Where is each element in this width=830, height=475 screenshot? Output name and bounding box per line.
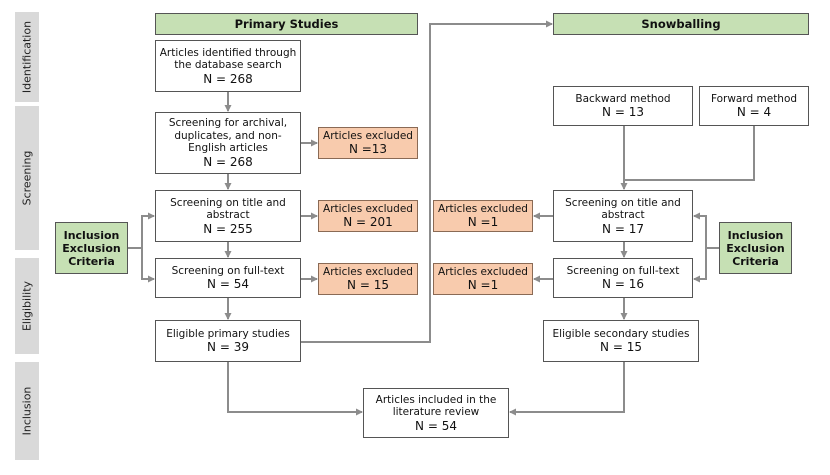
box-count: N = 255 xyxy=(203,221,253,236)
arrow-criteria-right-bracket-lower xyxy=(693,248,707,283)
excluded-label: Articles excluded xyxy=(323,129,413,142)
box-line: duplicates, and non- xyxy=(174,129,282,142)
box-line: literature review xyxy=(392,406,480,418)
arrow-forward-join xyxy=(624,126,755,181)
box-count: N = 54 xyxy=(415,418,457,433)
primary-studies-header: Primary Studies xyxy=(155,13,418,35)
primary-screening-title-box: Screening on title and abstract N = 255 xyxy=(155,190,301,242)
articles-included-box: Articles included in the literature revi… xyxy=(363,388,509,438)
box-count: N = 39 xyxy=(207,340,249,355)
primary-excluded-3: Articles excluded N = 15 xyxy=(318,263,418,295)
box-line: Screening on full-text xyxy=(171,264,285,277)
header-label: Primary Studies xyxy=(234,17,339,31)
inclusion-exclusion-criteria-left: Inclusion Exclusion Criteria xyxy=(55,222,128,274)
snowball-screening-title-box: Screening on title and abstract N = 17 xyxy=(553,190,693,242)
header-label: Snowballing xyxy=(641,17,721,31)
primary-screening-fulltext-box: Screening on full-text N = 54 xyxy=(155,258,301,298)
box-line: Forward method xyxy=(710,92,798,105)
excluded-label: Articles excluded xyxy=(323,202,413,215)
stage-inclusion: Inclusion xyxy=(15,362,39,460)
criteria-line: Criteria xyxy=(732,254,779,268)
stage-screening: Screening xyxy=(15,106,39,250)
snowball-screening-fulltext-box: Screening on full-text N = 16 xyxy=(553,258,693,298)
excluded-label: Articles excluded xyxy=(438,265,528,278)
excluded-count: N =13 xyxy=(348,142,388,157)
arrow-secondary-to-included xyxy=(509,362,625,416)
snowball-excluded-2: Articles excluded N =1 xyxy=(433,263,533,295)
arrow-criteria-left-bracket xyxy=(128,212,155,249)
primary-excluded-1: Articles excluded N =13 xyxy=(318,127,418,159)
primary-identified-box: Articles identified through the database… xyxy=(155,40,301,92)
box-line: Eligible secondary studies xyxy=(552,327,690,340)
snowball-forward-box: Forward method N = 4 xyxy=(699,86,809,126)
box-line: abstract xyxy=(206,209,250,221)
excluded-count: N =1 xyxy=(467,278,499,293)
box-line: English articles xyxy=(188,142,268,155)
stage-identification: Identification xyxy=(15,12,39,102)
arrow-primary-to-snowballing xyxy=(301,20,553,343)
box-line: Articles included in the xyxy=(375,393,497,406)
box-line: Screening on title and xyxy=(565,196,681,209)
excluded-label: Articles excluded xyxy=(438,202,528,215)
box-count: N = 16 xyxy=(602,277,644,292)
box-count: N = 268 xyxy=(203,154,253,169)
snowball-eligible-box: Eligible secondary studies N = 15 xyxy=(543,320,699,362)
arrow-criteria-right-bracket xyxy=(693,212,719,249)
box-count: N = 268 xyxy=(203,71,253,86)
criteria-line: Inclusion xyxy=(63,228,120,242)
box-line: the database search xyxy=(174,59,282,71)
box-line: abstract xyxy=(601,209,645,221)
box-line: Backward method xyxy=(575,92,671,105)
box-count: N = 4 xyxy=(736,105,772,120)
box-count: N = 17 xyxy=(602,221,644,236)
stage-eligibility: Eligibility xyxy=(15,258,39,354)
box-count: N = 13 xyxy=(602,105,644,120)
arrow-criteria-left-bracket-lower xyxy=(141,248,155,283)
criteria-line: Inclusion xyxy=(727,228,784,242)
box-count: N = 54 xyxy=(207,277,249,292)
box-line: Articles identified through xyxy=(159,46,297,59)
snowball-excluded-1: Articles excluded N =1 xyxy=(433,200,533,232)
box-line: Eligible primary studies xyxy=(166,327,290,340)
box-line: Screening for archival, xyxy=(168,117,288,130)
box-line: Screening on title and xyxy=(170,196,286,209)
criteria-line: Exclusion xyxy=(726,241,785,255)
snowball-backward-box: Backward method N = 13 xyxy=(553,86,693,126)
box-line: Screening on full-text xyxy=(566,264,680,277)
arrow-primary-to-included xyxy=(227,362,363,416)
box-count: N = 15 xyxy=(600,340,642,355)
primary-excluded-2: Articles excluded N = 201 xyxy=(318,200,418,232)
excluded-count: N =1 xyxy=(467,215,499,230)
primary-screening-archival-box: Screening for archival, duplicates, and … xyxy=(155,112,301,174)
excluded-count: N = 201 xyxy=(343,215,393,230)
excluded-count: N = 15 xyxy=(347,278,389,293)
snowballing-header: Snowballing xyxy=(553,13,809,35)
excluded-label: Articles excluded xyxy=(323,265,413,278)
primary-eligible-box: Eligible primary studies N = 39 xyxy=(155,320,301,362)
criteria-line: Exclusion xyxy=(62,241,121,255)
inclusion-exclusion-criteria-right: Inclusion Exclusion Criteria xyxy=(719,222,792,274)
criteria-line: Criteria xyxy=(68,254,115,268)
